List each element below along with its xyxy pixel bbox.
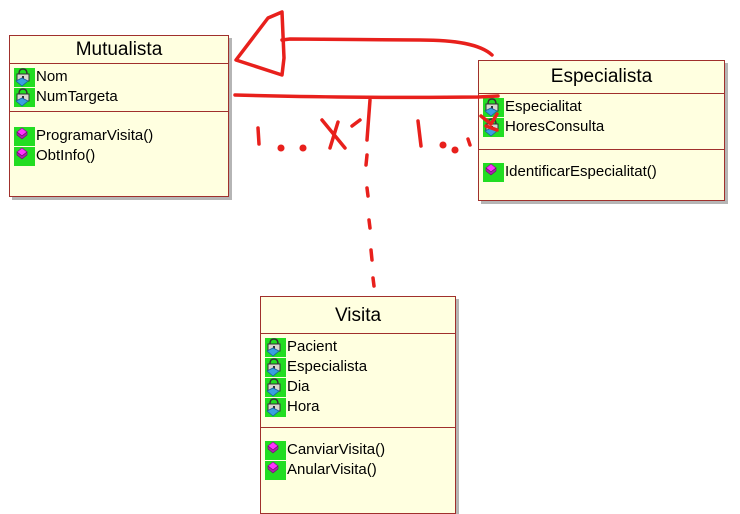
attributes-compartment: Nom NumTargeta bbox=[10, 64, 228, 112]
multiplicity-dot bbox=[277, 144, 285, 152]
attribute-label: Dia bbox=[287, 378, 310, 395]
multiplicity-star bbox=[320, 118, 362, 150]
association-class-dashed-line bbox=[364, 98, 376, 288]
lock-attribute-icon bbox=[14, 67, 35, 87]
attribute-label: Especialista bbox=[287, 358, 368, 375]
attribute-item[interactable]: Dia bbox=[265, 377, 455, 397]
association-line bbox=[233, 93, 500, 100]
class-visita[interactable]: Visita Pacient Especialista Dia Hora Can… bbox=[260, 296, 456, 514]
class-mutualista[interactable]: Mutualista Nom NumTargeta ProgramarVisit… bbox=[9, 35, 229, 197]
attributes-compartment: Pacient Especialista Dia Hora bbox=[261, 334, 455, 428]
lock-attribute-icon bbox=[265, 337, 286, 357]
operation-method-icon bbox=[14, 126, 35, 146]
attribute-label: HoresConsulta bbox=[505, 118, 605, 135]
operation-label: IdentificarEspecialitat() bbox=[505, 163, 657, 180]
attribute-item[interactable]: NumTargeta bbox=[14, 87, 228, 107]
multiplicity-dot bbox=[451, 146, 459, 154]
lock-attribute-icon bbox=[14, 87, 35, 107]
attributes-compartment: Especialitat HoresConsulta bbox=[479, 94, 724, 150]
attribute-label: NumTargeta bbox=[36, 88, 118, 105]
attribute-label: Hora bbox=[287, 398, 320, 415]
operations-compartment: ProgramarVisita() ObtInfo() bbox=[10, 112, 228, 170]
class-name: Visita bbox=[261, 297, 455, 334]
class-name: Mutualista bbox=[10, 36, 228, 64]
multiplicity-mark bbox=[416, 119, 423, 148]
operation-item[interactable]: ObtInfo() bbox=[14, 146, 228, 166]
attribute-item[interactable]: HoresConsulta bbox=[483, 117, 724, 137]
attribute-label: Pacient bbox=[287, 338, 338, 355]
multiplicity-mark bbox=[256, 126, 261, 146]
attribute-label: Nom bbox=[36, 68, 68, 85]
generalization-arrow-shaft bbox=[280, 37, 494, 57]
class-especialista[interactable]: Especialista Especialitat HoresConsulta … bbox=[478, 60, 725, 201]
attribute-item[interactable]: Especialitat bbox=[483, 97, 724, 117]
attribute-item[interactable]: Hora bbox=[265, 397, 455, 417]
operation-label: AnularVisita() bbox=[287, 461, 377, 478]
generalization-arrowhead-icon bbox=[234, 10, 286, 77]
operation-method-icon bbox=[483, 162, 504, 182]
attribute-label: Especialitat bbox=[505, 98, 582, 115]
operation-label: CanviarVisita() bbox=[287, 441, 386, 458]
class-name: Especialista bbox=[479, 61, 724, 94]
multiplicity-mark bbox=[466, 137, 472, 147]
lock-attribute-icon bbox=[265, 397, 286, 417]
multiplicity-dot bbox=[439, 141, 447, 149]
multiplicity-dot bbox=[299, 144, 307, 152]
operation-method-icon bbox=[265, 460, 286, 480]
operation-method-icon bbox=[265, 440, 286, 460]
attribute-item[interactable]: Nom bbox=[14, 67, 228, 87]
operation-method-icon bbox=[14, 146, 35, 166]
lock-attribute-icon bbox=[483, 97, 504, 117]
attribute-item[interactable]: Pacient bbox=[265, 337, 455, 357]
operations-compartment: CanviarVisita() AnularVisita() bbox=[261, 428, 455, 484]
operation-label: ObtInfo() bbox=[36, 147, 96, 164]
lock-attribute-icon bbox=[265, 357, 286, 377]
lock-attribute-icon bbox=[483, 117, 504, 137]
operation-item[interactable]: AnularVisita() bbox=[265, 460, 455, 480]
lock-attribute-icon bbox=[265, 377, 286, 397]
attribute-item[interactable]: Especialista bbox=[265, 357, 455, 377]
operation-item[interactable]: ProgramarVisita() bbox=[14, 126, 228, 146]
operation-item[interactable]: IdentificarEspecialitat() bbox=[483, 162, 724, 182]
operation-label: ProgramarVisita() bbox=[36, 127, 154, 144]
operation-item[interactable]: CanviarVisita() bbox=[265, 440, 455, 460]
operations-compartment: IdentificarEspecialitat() bbox=[479, 150, 724, 186]
